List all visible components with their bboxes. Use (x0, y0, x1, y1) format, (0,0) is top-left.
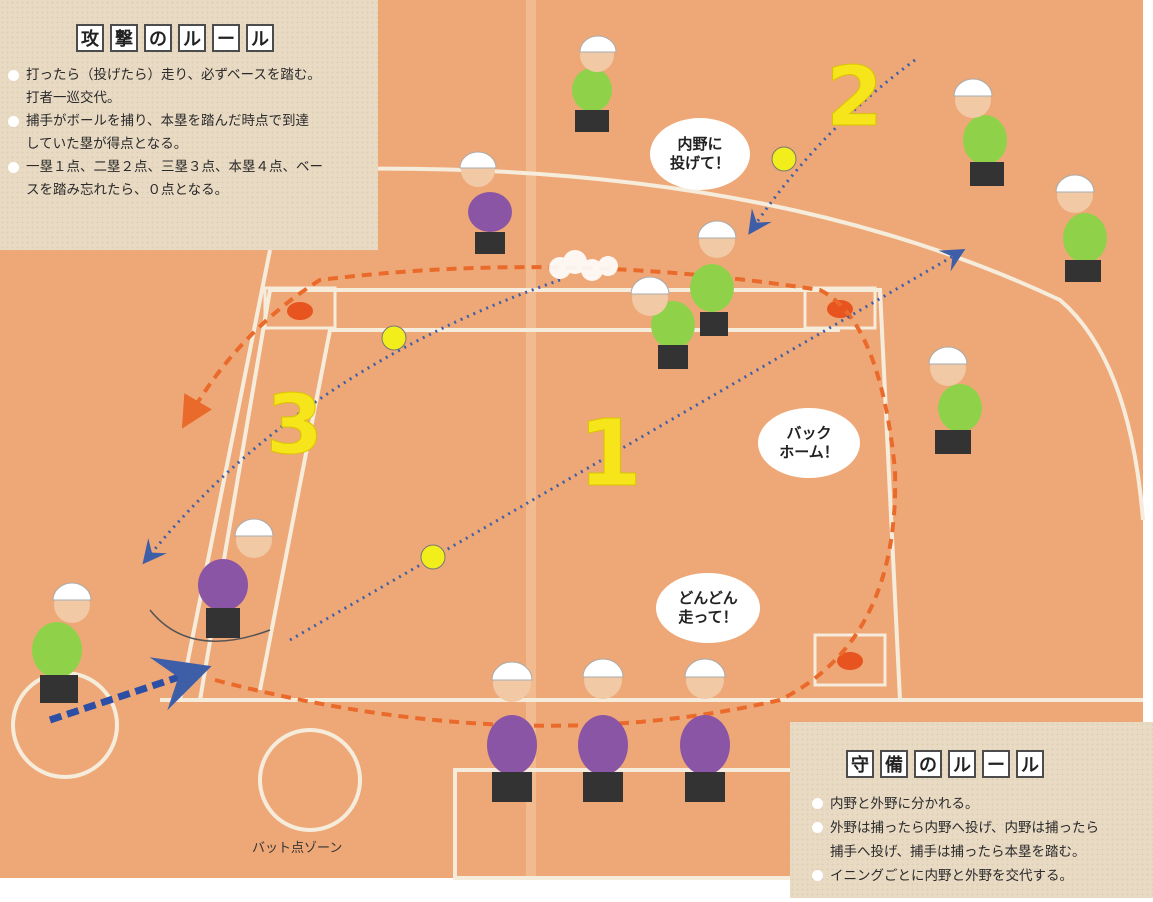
page-right-margin (1143, 0, 1153, 898)
title-char: 守 (846, 750, 874, 778)
title-char: ル (246, 24, 274, 52)
defense-rules-title: 守 備 の ル ー ル (846, 750, 1044, 778)
rule-item: 捕手がボールを捕り、本塁を踏んだ時点で到達 していた塁が得点となる。 (8, 110, 374, 156)
speech-bubble-run: どんどん 走って！ (656, 573, 760, 643)
rule-text: していた塁が得点となる。 (26, 136, 188, 152)
first-base (837, 652, 863, 670)
ball (771, 146, 797, 172)
player-offense-bench-3 (680, 658, 730, 802)
bullet-icon (812, 870, 823, 881)
throw-path-3 (142, 278, 561, 565)
player-batter (149, 518, 274, 642)
title-char: ー (982, 750, 1010, 778)
speech-text: 投げて！ (669, 154, 730, 172)
page-bottom-margin (0, 878, 800, 898)
rule-item: イニングごとに内野と外野を交代する。 (812, 864, 1148, 888)
throw-path-1 (289, 248, 966, 642)
bat-zone-circle (258, 728, 362, 832)
bullet-icon (8, 162, 19, 173)
speech-text: バック (786, 424, 832, 442)
rule-text: 内野と外野に分かれる。 (830, 796, 979, 812)
player-defense-top (572, 35, 617, 132)
speech-bubble-back-home: バック ホーム！ (758, 408, 860, 478)
step-number-2: 2 (825, 50, 884, 146)
title-char: 備 (880, 750, 908, 778)
attack-rules-list: 打ったら（投げたら）走り、必ずベースを踏む。 打者一巡交代。 捕手がボールを捕り… (8, 64, 374, 202)
bullet-icon (812, 822, 823, 833)
bat-zone-label: バット点ゾーン (252, 841, 343, 856)
outfield-arc (139, 166, 1145, 521)
title-char: 撃 (110, 24, 138, 52)
rule-text: 外野は捕ったら内野へ投げ、内野は捕ったら (830, 820, 1100, 836)
field-lines (11, 166, 1145, 880)
rule-text: スを踏み忘れたら、０点となる。 (26, 182, 229, 198)
attack-rules-title: 攻 撃 の ル ー ル (76, 24, 274, 52)
player-defense-right (1055, 174, 1107, 282)
ball (381, 325, 407, 351)
rule-text: 捕手へ投げ、捕手は捕ったら本塁を踏む。 (830, 844, 1086, 860)
player-defense-right-top (953, 78, 1007, 186)
defense-rules-list: 内野と外野に分かれる。 外野は捕ったら内野へ投げ、内野は捕ったら 捕手へ投げ、捕… (812, 792, 1148, 888)
title-char: ー (212, 24, 240, 52)
rule-text: イニングごとに内野と外野を交代する。 (830, 868, 1073, 884)
speech-bubble-infield: 内野に 投げて！ (650, 118, 750, 190)
speech-text: 内野に (677, 135, 723, 153)
rule-text: 打者一巡交代。 (26, 90, 121, 106)
ball (420, 544, 446, 570)
throw-path-2 (748, 58, 916, 235)
speech-text: どんどん (678, 589, 738, 607)
title-char: の (144, 24, 172, 52)
player-defense-back-home (928, 346, 982, 454)
bullet-icon (8, 116, 19, 127)
title-char: 攻 (76, 24, 104, 52)
dust-cloud (549, 250, 618, 281)
page-gutter (526, 0, 536, 878)
left-line (178, 249, 272, 701)
step-number-1: 1 (577, 400, 643, 508)
title-char: ル (178, 24, 206, 52)
player-defense-center (690, 220, 737, 336)
player-offense-bench-1 (487, 661, 537, 802)
rule-text: 打ったら（投げたら）走り、必ずベースを踏む。 (26, 67, 321, 83)
player-offense-runner-3rd (459, 151, 512, 254)
rule-item: 内野と外野に分かれる。 (812, 792, 1148, 816)
rule-text: 捕手がボールを捕り、本塁を踏んだ時点で到達 (26, 113, 309, 129)
rule-item: 外野は捕ったら内野へ投げ、内野は捕ったら 捕手へ投げ、捕手は捕ったら本塁を踏む。 (812, 816, 1148, 864)
bullet-icon (8, 70, 19, 81)
rule-item: 打ったら（投げたら）走り、必ずベースを踏む。 打者一巡交代。 (8, 64, 374, 110)
run-start (48, 657, 212, 724)
title-char: の (914, 750, 942, 778)
rule-item: 一塁１点、二塁２点、三塁３点、本塁４点、ベー スを踏み忘れたら、０点となる。 (8, 156, 374, 202)
speech-text: 走って！ (678, 608, 738, 626)
bullet-icon (812, 798, 823, 809)
rule-text: 一塁１点、二塁２点、三塁３点、本塁４点、ベー (26, 159, 323, 175)
player-catcher (32, 582, 92, 703)
title-char: ル (948, 750, 976, 778)
third-base (287, 302, 313, 320)
player-defense-shout (630, 276, 695, 369)
player-offense-bench-2 (578, 658, 628, 802)
step-number-3: 3 (265, 378, 324, 474)
title-char: ル (1016, 750, 1044, 778)
speech-text: ホーム！ (779, 443, 839, 461)
